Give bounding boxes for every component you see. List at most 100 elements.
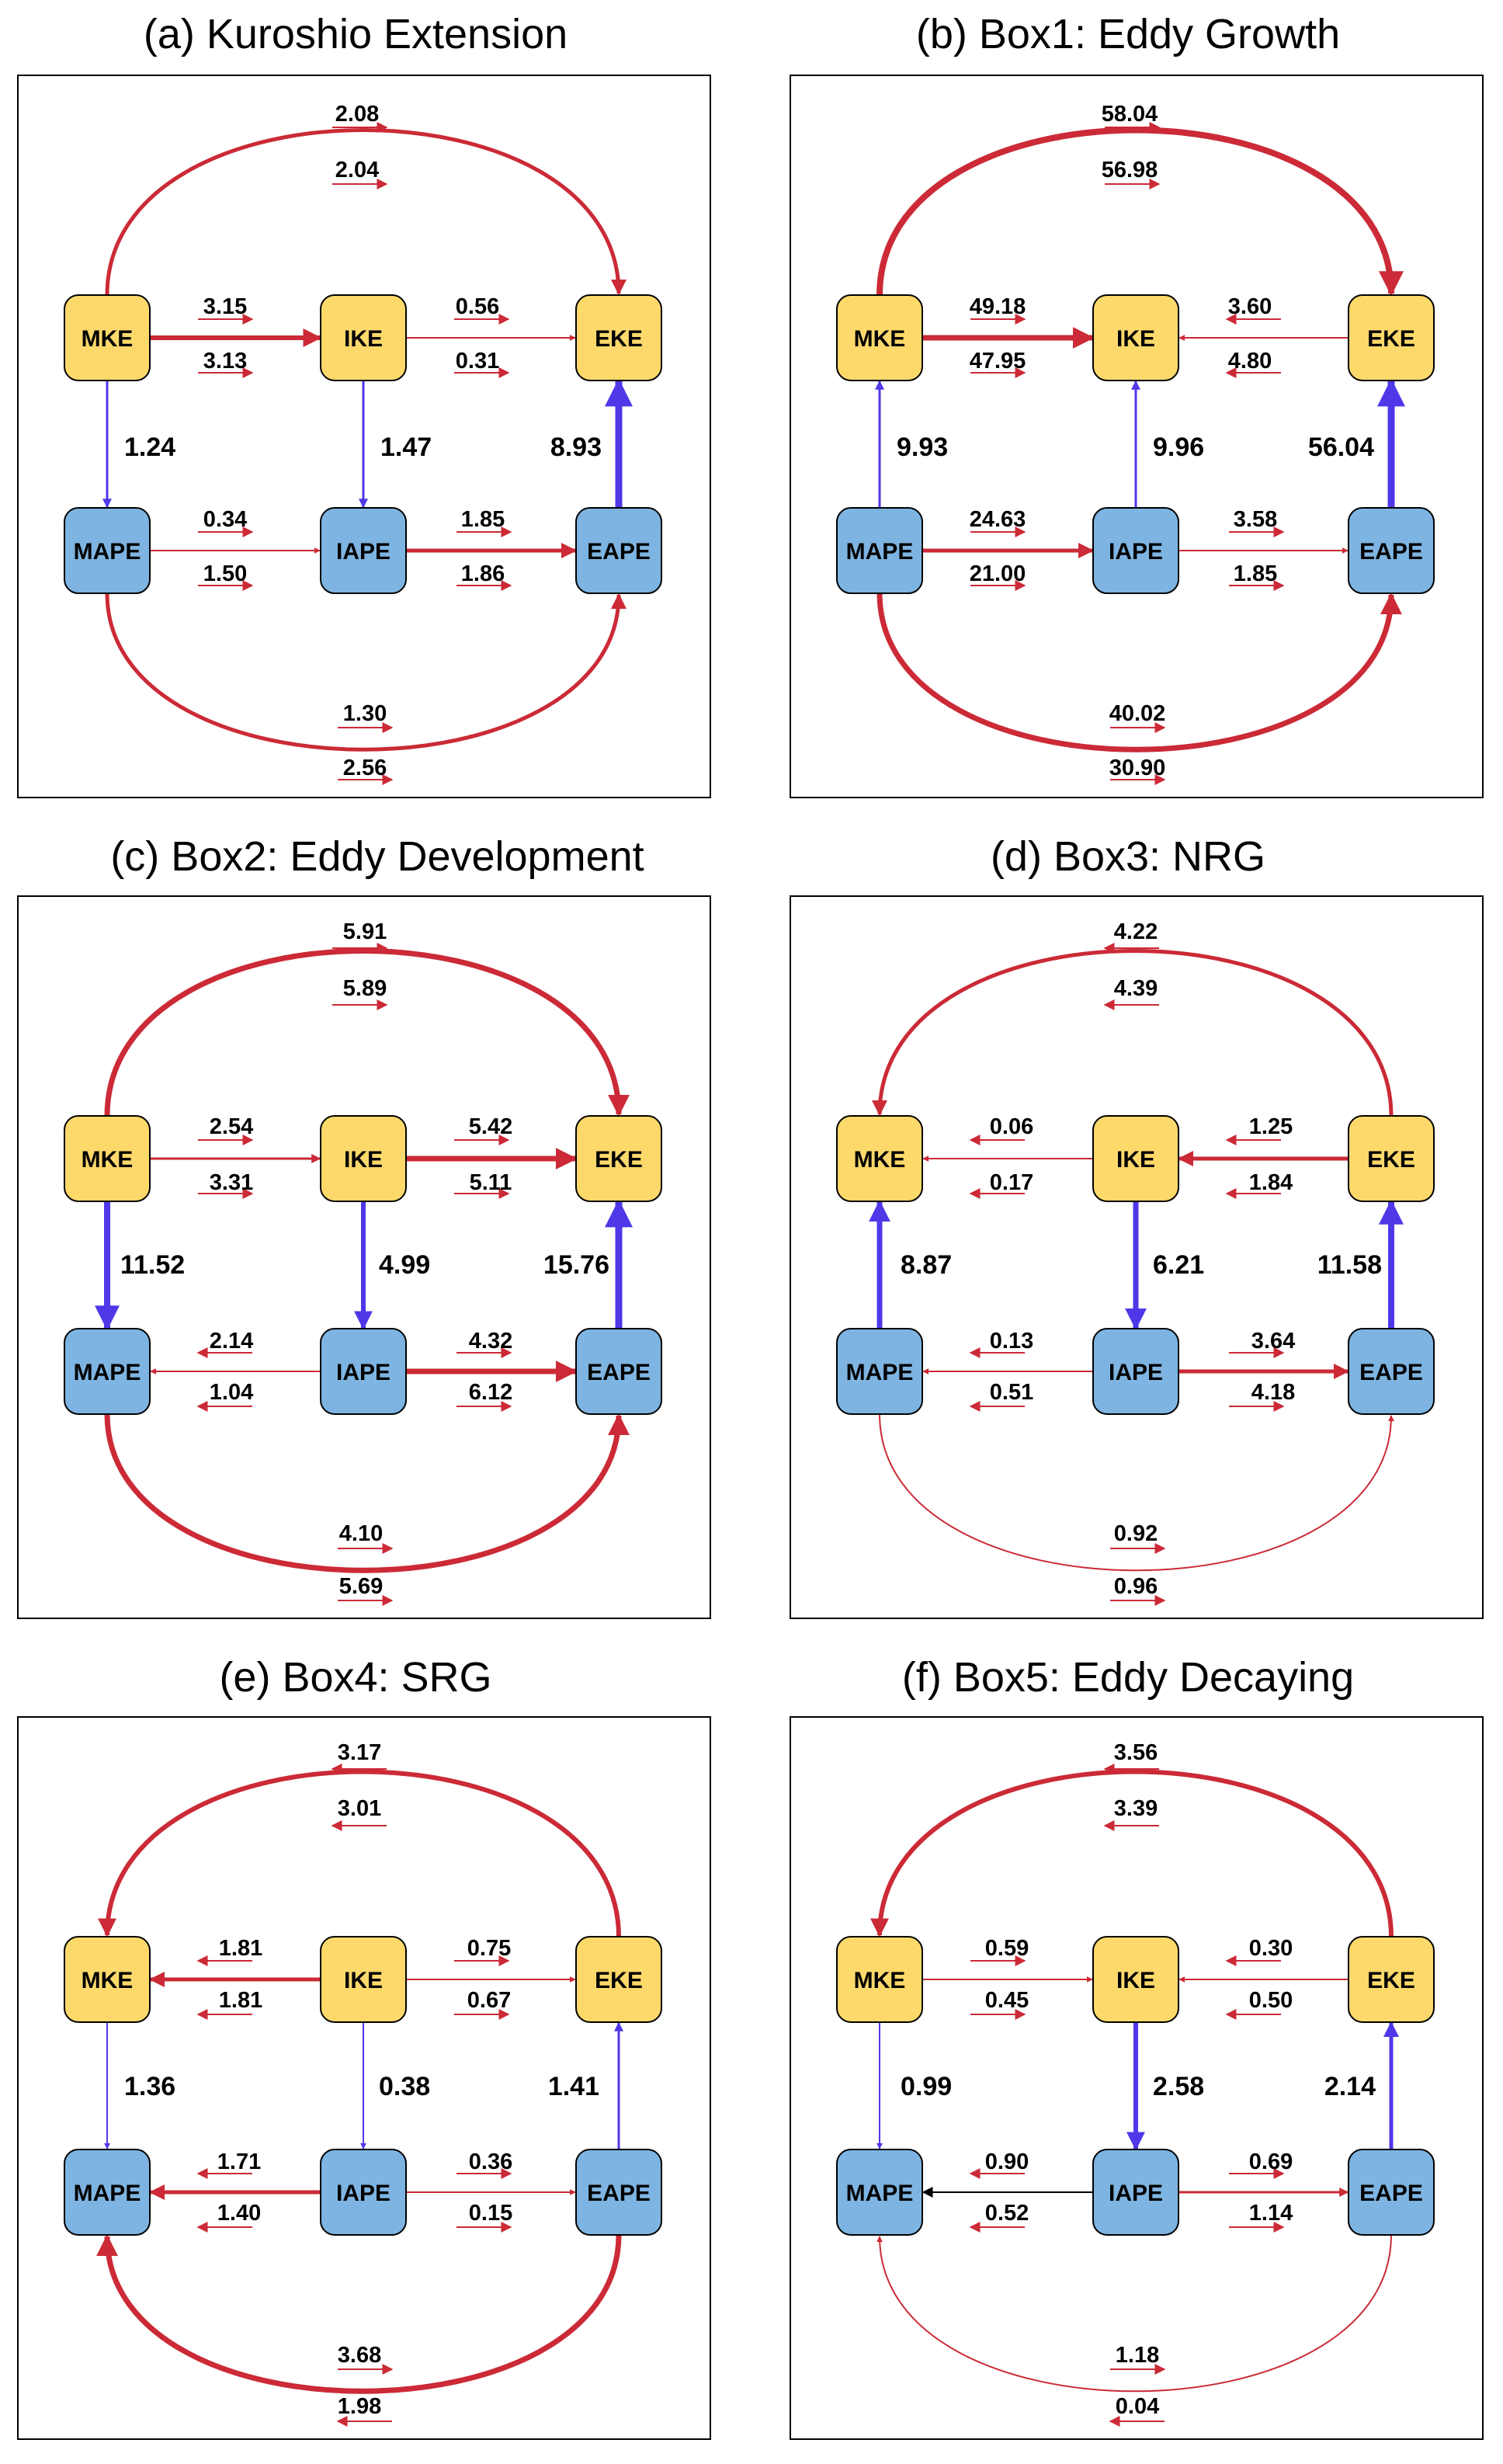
- box-iape-shape: [320, 1328, 407, 1415]
- bottom-value-1: 1.30: [343, 701, 387, 726]
- top-value-2: 2.04: [335, 158, 379, 182]
- box-mape-shape: [836, 507, 923, 594]
- mke-mape-value: 8.87: [901, 1250, 952, 1280]
- box-eape-shape: [1348, 1328, 1435, 1415]
- box-ike-label: IKE: [1116, 1968, 1155, 1993]
- box-mape-label: MAPE: [846, 539, 914, 565]
- mke-ike-value-2: 3.31: [210, 1170, 253, 1195]
- top-value-2: 5.89: [343, 976, 387, 1001]
- box-eke-label: EKE: [1367, 1147, 1415, 1173]
- box-eke-shape: [575, 1936, 662, 2023]
- box-eke-label: EKE: [595, 326, 643, 352]
- box-mke-label: MKE: [82, 1147, 134, 1173]
- box-eape-shape: [575, 2149, 662, 2236]
- box-iape: IAPE: [1092, 507, 1179, 594]
- box-mke-shape: [64, 1936, 151, 2023]
- top-arc-arrow: [870, 1769, 1394, 1937]
- box-mke-label: MKE: [854, 326, 906, 352]
- mke-ike-value-1: 0.06: [990, 1114, 1033, 1139]
- box-iape: IAPE: [1092, 1328, 1179, 1415]
- eke-eape-value: 11.58: [1317, 1250, 1382, 1280]
- top-value-1: 5.91: [343, 919, 387, 944]
- box-iape: IAPE: [320, 2149, 407, 2236]
- panel-frame: [17, 895, 711, 1619]
- box-ike-shape: [1092, 1115, 1179, 1202]
- box-eape: EAPE: [1348, 1328, 1435, 1415]
- box-mape: MAPE: [836, 2149, 923, 2236]
- box-mape-label: MAPE: [846, 2181, 914, 2206]
- mape-iape-value-2: 21.00: [970, 561, 1026, 586]
- box-eape-shape: [1348, 2149, 1435, 2236]
- box-iape-shape: [1092, 1328, 1179, 1415]
- top-value-1: 58.04: [1102, 102, 1158, 127]
- eke-eape-value: 56.04: [1308, 433, 1374, 462]
- mke-ike-value-2: 3.13: [203, 349, 247, 374]
- mke-ike-value-1: 1.81: [219, 1936, 262, 1961]
- bottom-arc-arrow: [876, 593, 1402, 752]
- ike-eke-value-2: 0.67: [467, 1988, 511, 2013]
- box-ike-shape: [320, 294, 407, 381]
- box-iape: IAPE: [320, 1328, 407, 1415]
- ike-eke-value-1: 5.42: [469, 1114, 512, 1139]
- box-iape-label: IAPE: [336, 539, 391, 565]
- bottom-value-2: 0.04: [1116, 2394, 1159, 2419]
- box-mape-label: MAPE: [846, 1360, 914, 1385]
- bottom-arc-arrow: [879, 1413, 1394, 1572]
- top-arc-arrow: [872, 949, 1394, 1117]
- ike-eke-value-1: 0.30: [1249, 1936, 1293, 1961]
- box-mke: MKE: [836, 1115, 923, 1202]
- eke-eape-value: 1.41: [548, 2072, 599, 2101]
- box-mke: MKE: [64, 294, 151, 381]
- box-mape: MAPE: [64, 2149, 151, 2236]
- bottom-value-2: 2.56: [343, 756, 387, 780]
- top-value-2: 56.98: [1102, 158, 1158, 182]
- box-mape: MAPE: [836, 1328, 923, 1415]
- ike-eke-value-1: 3.60: [1228, 294, 1272, 319]
- top-value-2: 3.39: [1114, 1796, 1158, 1821]
- box-eape-label: EAPE: [1359, 2181, 1423, 2206]
- box-eape: EAPE: [1348, 2149, 1435, 2236]
- box-eke-shape: [1348, 1115, 1435, 1202]
- bottom-arc-arrow: [96, 2234, 622, 2394]
- panel-frame: [17, 75, 711, 798]
- box-ike-shape: [1092, 294, 1179, 381]
- ike-iape-value: 6.21: [1153, 1250, 1204, 1280]
- bottom-value-1: 40.02: [1109, 701, 1166, 726]
- iape-eape-value-2: 1.85: [1234, 561, 1277, 586]
- panel-arrows: [869, 943, 1404, 1606]
- box-eape-label: EAPE: [587, 2181, 651, 2206]
- mke-ike-value-1: 3.15: [203, 294, 247, 319]
- ike-eke-value-2: 1.84: [1249, 1170, 1293, 1195]
- box-iape: IAPE: [1092, 2149, 1179, 2236]
- eke-eape-value: 2.14: [1324, 2072, 1376, 2101]
- iape-eape-value-2: 1.14: [1249, 2201, 1293, 2226]
- box-iape-label: IAPE: [1109, 539, 1163, 565]
- mke-mape-value: 9.93: [897, 433, 948, 462]
- eke-eape-value: 15.76: [543, 1250, 609, 1280]
- box-mke-shape: [64, 1115, 151, 1202]
- box-iape-shape: [320, 2149, 407, 2236]
- iape-eape-value-2: 6.12: [469, 1380, 512, 1405]
- box-mape-shape: [836, 1328, 923, 1415]
- ike-iape-value: 9.96: [1153, 433, 1204, 462]
- box-ike: IKE: [320, 294, 407, 381]
- panel-title: (f) Box5: Eddy Decaying: [902, 1654, 1354, 1701]
- box-ike: IKE: [1092, 294, 1179, 381]
- box-iape-shape: [1092, 2149, 1179, 2236]
- panel-frame: [17, 1716, 711, 2440]
- box-eke-shape: [1348, 294, 1435, 381]
- ike-eke-value-2: 5.11: [470, 1170, 512, 1195]
- box-iape-shape: [1092, 507, 1179, 594]
- box-mke-label: MKE: [854, 1147, 906, 1173]
- box-mke-shape: [64, 294, 151, 381]
- panel-arrows: [95, 943, 633, 1606]
- box-ike-label: IKE: [1116, 1147, 1155, 1173]
- top-value-1: 4.22: [1114, 919, 1158, 944]
- box-eape: EAPE: [1348, 507, 1435, 594]
- ike-eke-value-2: 0.31: [456, 349, 499, 374]
- iape-eape-value-1: 4.32: [469, 1329, 512, 1354]
- box-ike: IKE: [1092, 1936, 1179, 2023]
- mke-ike-value-2: 0.45: [985, 1988, 1029, 2013]
- mke-ike-value-2: 47.95: [970, 349, 1026, 374]
